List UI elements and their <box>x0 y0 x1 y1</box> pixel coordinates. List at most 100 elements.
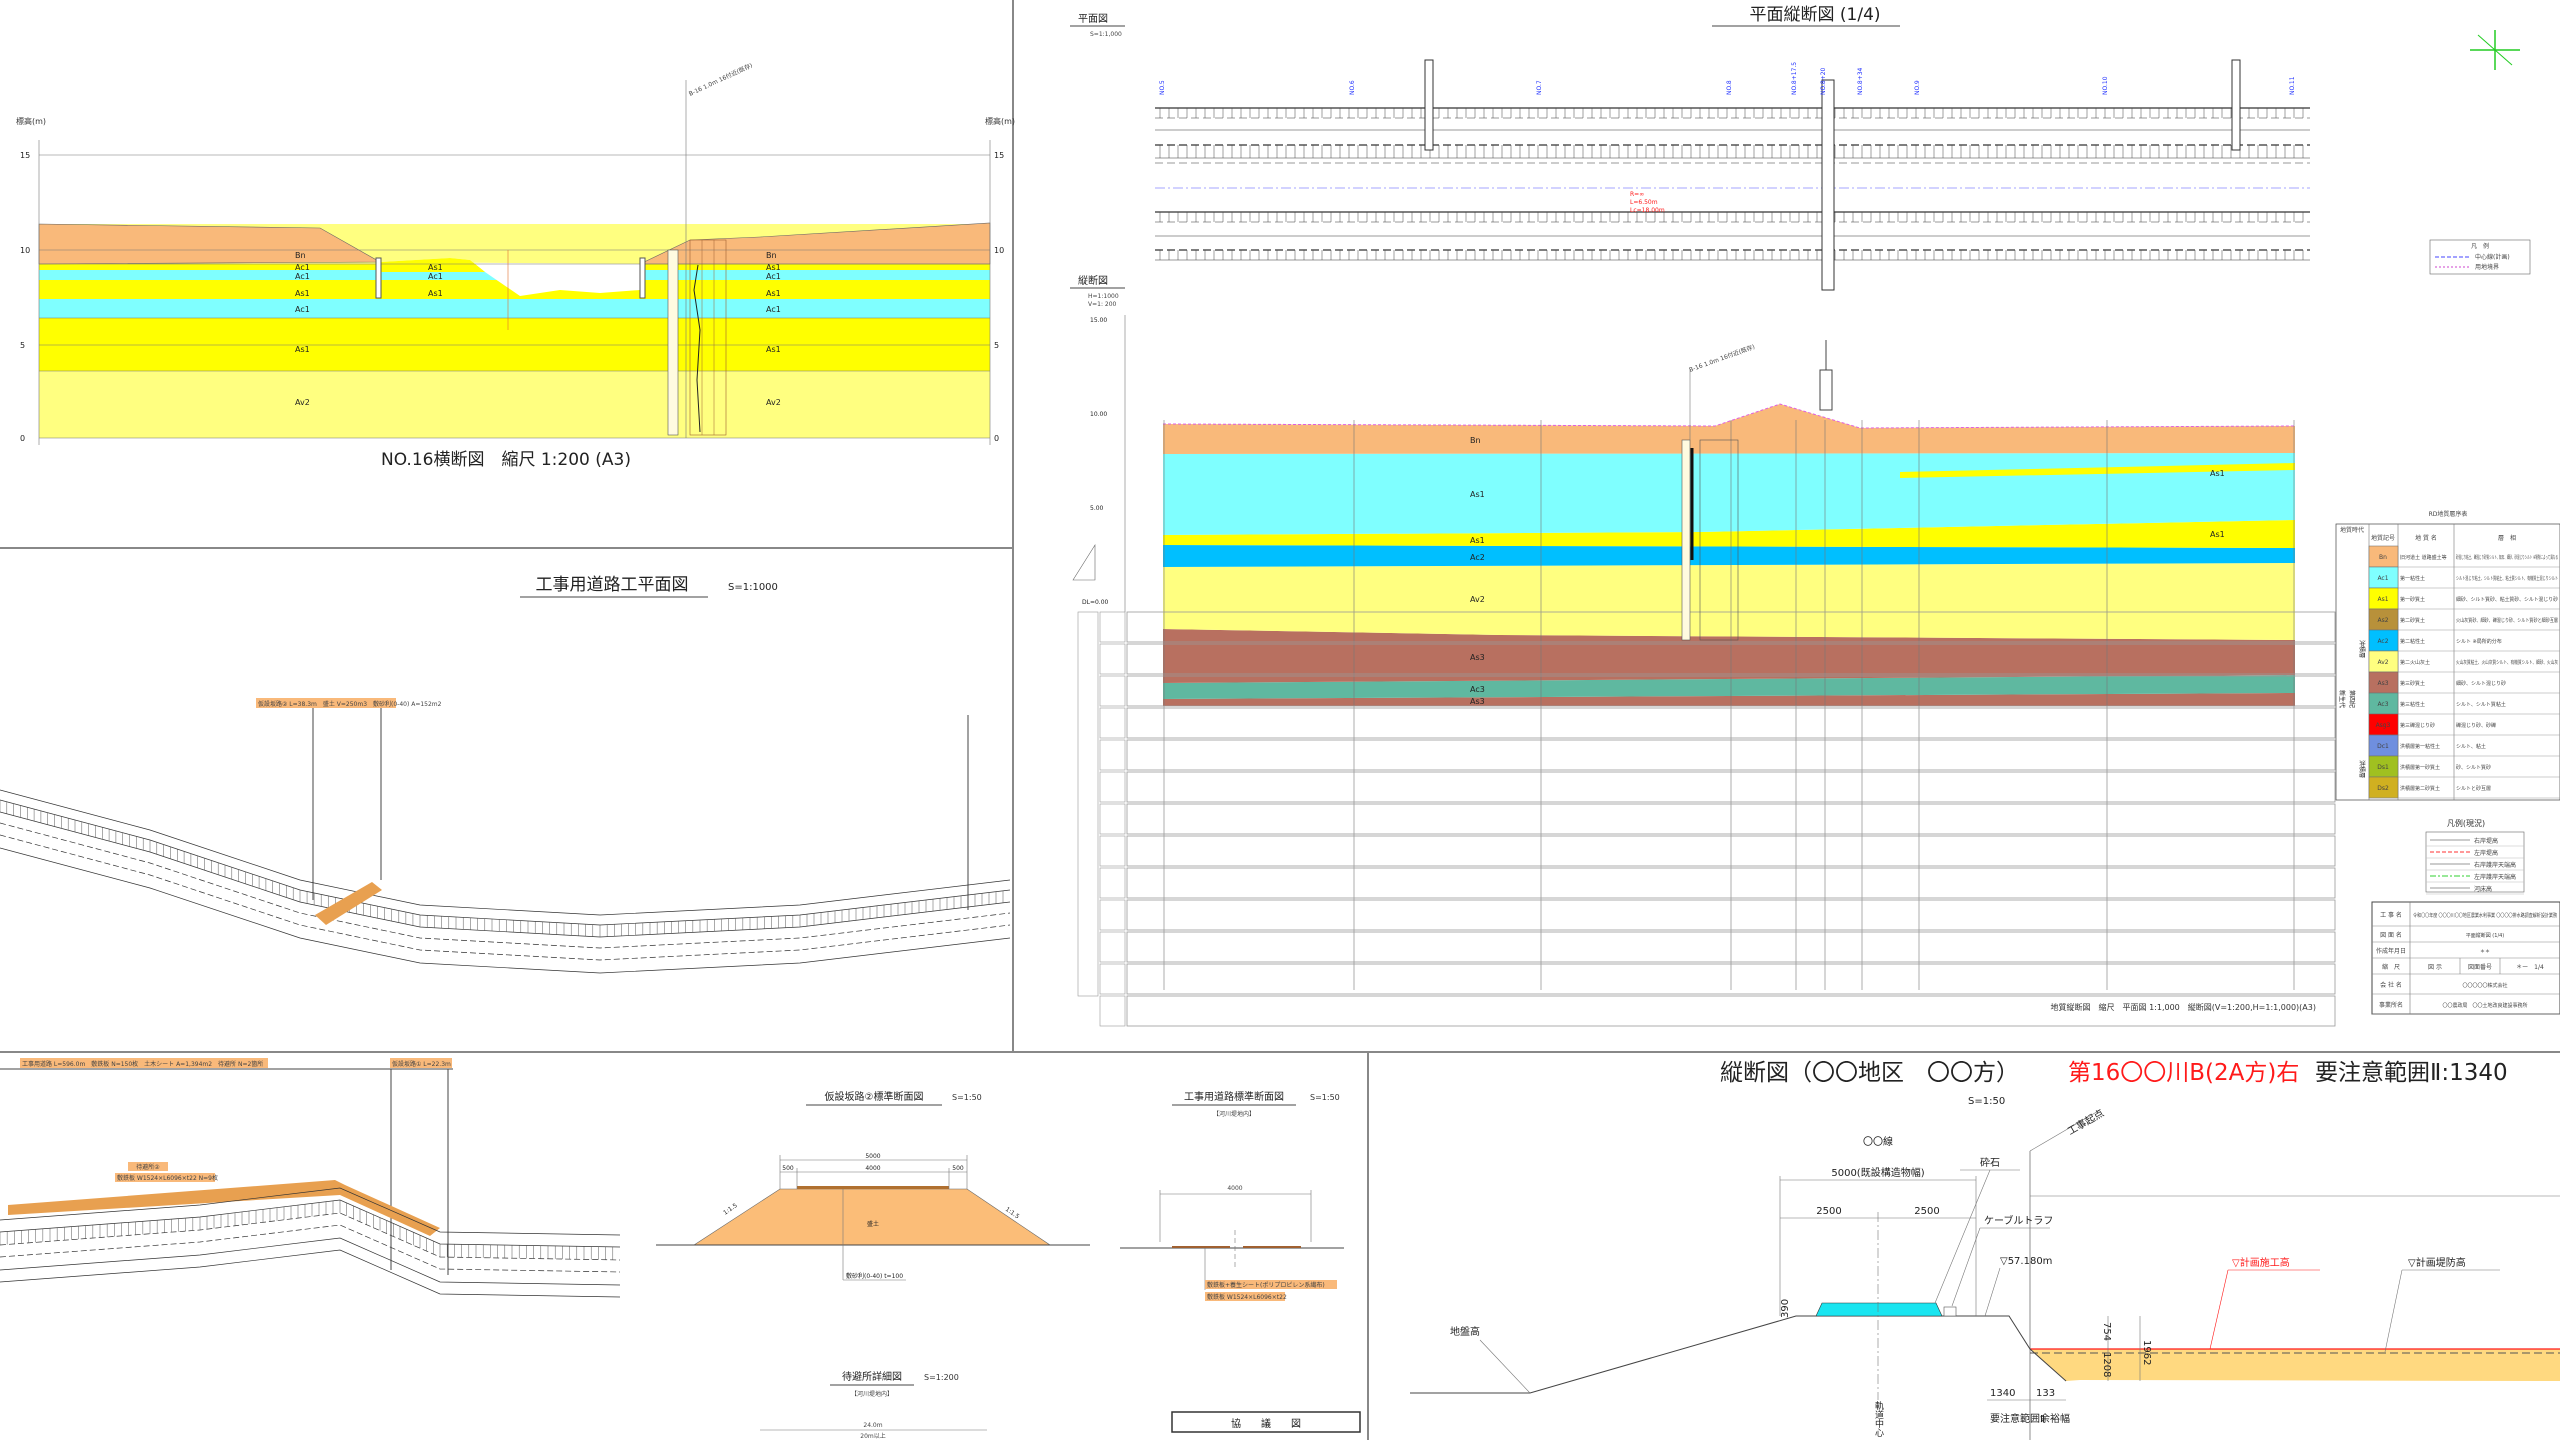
long-section-title-red: 第16〇〇川B(2A方)右 <box>2068 1060 2299 1086</box>
side-channel <box>2231 59 2241 151</box>
profile-table-row <box>1126 963 2336 995</box>
gravel-label: 敷砂利(0-40) t=100 <box>846 1272 903 1280</box>
era-label: 沖積層 <box>2358 640 2366 658</box>
long-section-scale: S=1:50 <box>1968 1096 2005 1107</box>
profile-layer-label: Av2 <box>1470 595 1485 604</box>
strata-symbol: Asg3 <box>2376 722 2391 729</box>
fill-label: 盛土 <box>867 1220 879 1228</box>
profile-scale-h: H=1:1000 <box>1088 293 1119 300</box>
layer-label: Bn <box>766 251 777 260</box>
dim-right: 500 <box>952 1165 964 1172</box>
profile-scale-v: V=1: 200 <box>1088 301 1117 308</box>
strata-facies: 細砂、シルト混じり砂 <box>2456 680 2506 687</box>
strata-name: 第二粘性土 <box>2400 638 2425 645</box>
station-label: NO.9 <box>1914 80 1921 95</box>
title-row-label: 作成年月日 <box>2376 947 2406 955</box>
profile-table-label-cell <box>1099 675 1126 707</box>
track-center-label: 軌道中心 <box>1873 1400 1884 1437</box>
structure-width: 5000(既設構造物幅) <box>1831 1166 1924 1179</box>
curve-note-line: Lc=18.00m <box>1630 207 1665 214</box>
road-section-title: 工事用道路標準断面図 <box>1184 1090 1284 1103</box>
layer-label: Ac1 <box>295 263 310 272</box>
side-channel <box>1424 59 1434 151</box>
station-label: NO.8+34 <box>1857 67 1864 95</box>
road-edge <box>0 847 1011 974</box>
station-label: NO.7 <box>1536 80 1543 95</box>
road-plan-tag-bg <box>256 698 396 708</box>
road-bands <box>0 789 1011 974</box>
profile-table-row <box>1126 867 2336 899</box>
ramp-section-title: 仮設坂路②標準断面図 <box>825 1090 924 1103</box>
legend-label: 右岸護岸天端高 <box>2474 861 2516 869</box>
steel-plate <box>1243 1246 1301 1248</box>
profile-layer-label: As3 <box>1470 697 1485 706</box>
strata-facies: 火山灰質粘土、火山灰質シルト、有機質シルト、細砂、火山灰 <box>2456 659 2558 666</box>
tick-label: 0 <box>994 434 999 443</box>
plan-legend-title: 凡 例 <box>2471 242 2489 250</box>
tick-label: 5 <box>994 341 999 350</box>
ramp-section-scale: S=1:50 <box>952 1093 982 1102</box>
profile-table-row <box>1126 675 2336 707</box>
legend-label: 左岸堤高 <box>2474 849 2498 857</box>
strata-name: 洪積層第一砂質土 <box>2400 764 2440 771</box>
strata-name: 第一砂質土 <box>2400 596 2425 603</box>
tick-label: 15 <box>994 151 1004 160</box>
dim-390: 390 <box>1780 1299 1791 1318</box>
north-arrow-icon <box>2470 30 2520 70</box>
strata-symbol: Ds1 <box>2377 764 2389 771</box>
half-width-1: 2500 <box>1816 1206 1841 1217</box>
profile-table-label-cell <box>1099 643 1126 675</box>
strata-symbol: Ac3 <box>2377 701 2388 708</box>
refuge-subtitle: 【河川堤地内】 <box>851 1390 893 1398</box>
embankment <box>692 1188 1051 1246</box>
elev-tick: DL=0.00 <box>1082 599 1109 606</box>
refuge-dim-1: 24.0m <box>863 1422 882 1429</box>
road-plan: 工事用道路工平面図 S=1:1000 仮設坂路② L=38.3m 盛土 V=25… <box>0 575 1011 974</box>
profile-table-label-cell <box>1099 611 1126 643</box>
station-label: NO.8 <box>1726 80 1733 95</box>
fill-area <box>2030 1349 2560 1381</box>
strata-name: 洪積層第二砂質土 <box>2400 785 2440 792</box>
dim-1340: 1340 <box>1990 1388 2015 1399</box>
plan-construction-height: ▽計画施工高 <box>2232 1256 2290 1269</box>
plan-roads <box>1155 59 2310 291</box>
strata-facies: シルト、シルト質粘土 <box>2456 701 2506 708</box>
layer-label: As1 <box>295 345 310 354</box>
profile-layer-label: As3 <box>1470 653 1485 662</box>
layer-label: Ac1 <box>766 272 781 281</box>
scale-value: 図 示 <box>2428 964 2442 971</box>
start-point-label: 工事起点 <box>2065 1106 2106 1137</box>
half-width-2: 2500 <box>1914 1206 1939 1217</box>
ballast-label: 砕石 <box>1980 1157 2000 1169</box>
layer-ac1-lower <box>39 299 990 318</box>
tick-label: 0 <box>20 434 25 443</box>
station-label: NO.8+20 <box>1820 67 1827 95</box>
long-section-title-right: 要注意範囲Ⅱ:1340 <box>2315 1060 2508 1086</box>
strata-facies: シルト ※局所的分布 <box>2456 638 2502 645</box>
era-label: 第四紀 <box>2348 690 2356 708</box>
layer-as1-lower <box>39 318 990 371</box>
line-name: 〇〇線 <box>1863 1135 1893 1148</box>
road-edge <box>0 1237 621 1286</box>
curve-note-line: R=∞ <box>1630 191 1644 198</box>
profile-table-row <box>1126 803 2336 835</box>
layer-label: Av2 <box>766 398 781 407</box>
plan-legend-item: 用地境界 <box>2475 263 2499 271</box>
profile-layer-label: Ac2 <box>1470 553 1485 562</box>
strata-symbol: As1 <box>2377 596 2388 603</box>
profile-table-row <box>1126 835 2336 867</box>
curve-note: R=∞ L=6.50m Lc=18.00m <box>1630 191 1665 214</box>
road-edge <box>0 789 1011 916</box>
steel-plate-road <box>8 1180 440 1236</box>
layer-label: As1 <box>766 289 781 298</box>
road-width-dim: 4000 <box>1227 1185 1242 1192</box>
river-channel <box>380 258 645 296</box>
title-row-value: 〇〇〇〇〇株式会社 <box>2462 982 2507 989</box>
